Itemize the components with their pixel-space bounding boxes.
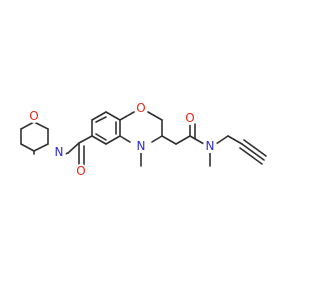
bond <box>161 135 177 145</box>
atom-ring-o: O <box>134 101 148 115</box>
oxygen-label: O <box>136 101 145 115</box>
bond <box>105 135 121 145</box>
bond <box>227 135 243 145</box>
bonds <box>20 111 267 167</box>
bond <box>91 111 107 121</box>
atom-amide-o-right: O <box>183 111 197 125</box>
molecule-structure: O N O O N O N <box>20 101 267 178</box>
bond <box>20 121 35 130</box>
atom-morpholine-o: O <box>27 109 41 123</box>
atom-ring-n: N <box>134 139 148 153</box>
bond <box>33 121 49 130</box>
bond <box>151 135 163 143</box>
bond <box>243 139 267 157</box>
atom-amide-o-left: O <box>74 164 88 178</box>
bond <box>91 135 107 145</box>
nitrogen-label: N <box>55 145 64 159</box>
bond <box>105 111 121 121</box>
bond <box>95 133 107 141</box>
nitrogen-label: N <box>206 139 215 153</box>
bond <box>119 111 135 121</box>
oxygen-label: O <box>185 111 194 125</box>
oxygen-label: O <box>29 109 38 123</box>
oxygen-label: O <box>76 164 85 178</box>
bond <box>189 135 205 145</box>
bond <box>67 142 80 154</box>
bond <box>20 143 35 152</box>
atom-labels: O N O O N O N <box>27 101 217 178</box>
bond <box>241 143 265 161</box>
bond <box>147 111 163 121</box>
bond <box>33 143 49 152</box>
bond <box>78 135 93 144</box>
bond <box>175 135 191 145</box>
bond <box>95 116 107 123</box>
bond <box>239 147 263 165</box>
bond <box>215 135 229 145</box>
nitrogen-label: N <box>137 139 146 153</box>
bond <box>119 135 131 143</box>
atom-amide-n-right: N <box>203 139 217 153</box>
atom-morpholine-n: N <box>52 145 66 159</box>
